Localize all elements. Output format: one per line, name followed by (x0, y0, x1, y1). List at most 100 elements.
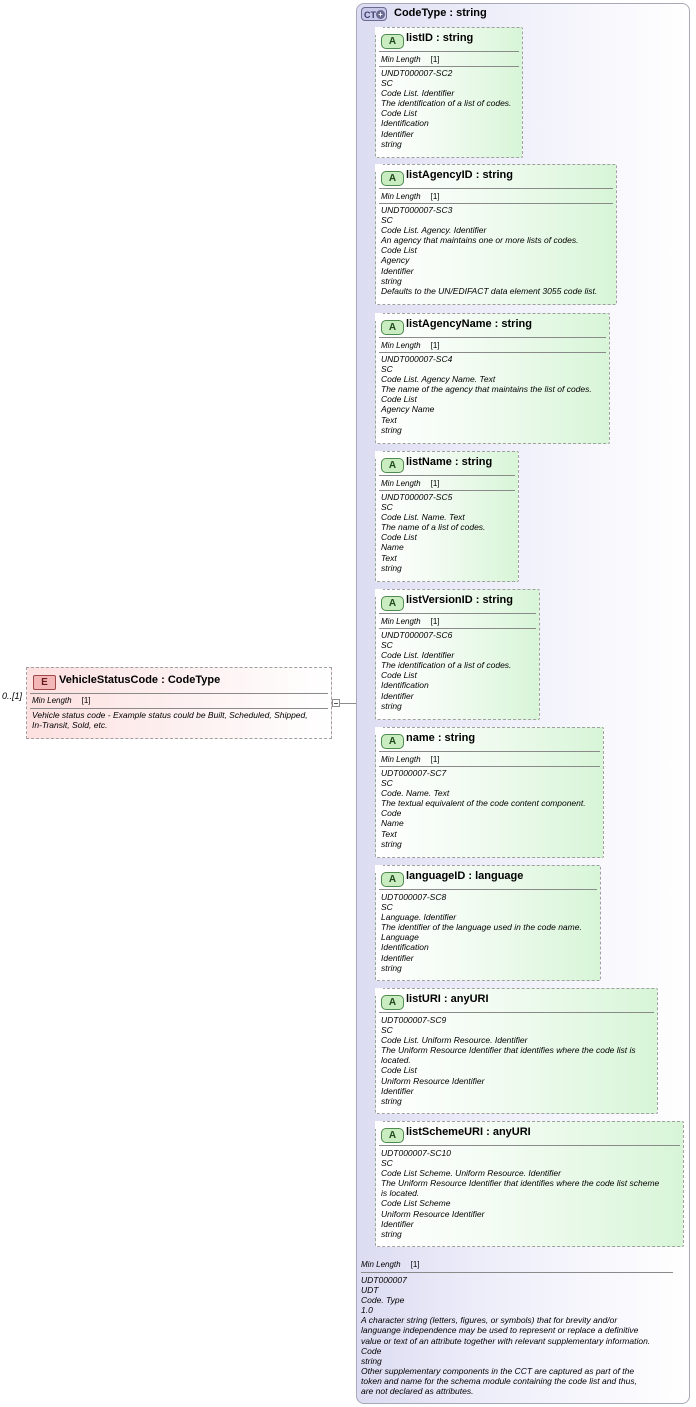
min-length-facet: Min Length[1] (381, 192, 440, 201)
documentation-line: UNDT000007-SC2 (381, 68, 453, 78)
documentation-line: Code List. Identifier (381, 650, 455, 661)
documentation-line: SC (381, 778, 393, 789)
box-corner (375, 164, 383, 172)
element-badge: E (33, 675, 56, 690)
documentation-line: Text (381, 414, 397, 425)
documentation-line: Code List (381, 1065, 417, 1076)
box-corner (375, 988, 383, 996)
documentation-line: Code. Type (361, 1295, 405, 1306)
documentation-line: UNDT000007-SC3 (381, 205, 453, 215)
attribute-title-separator (379, 337, 606, 338)
documentation-line: The identification of a list of codes. (381, 98, 512, 109)
documentation-line: UDT000007-SC7 (381, 768, 447, 778)
documentation-line: Identifier (381, 1218, 414, 1229)
attribute-title-separator (379, 613, 536, 614)
attribute-title: name : string (406, 732, 476, 744)
attribute-title-separator (379, 188, 613, 189)
documentation-line: Identifier (381, 128, 414, 139)
expand-toggle-icon[interactable] (332, 699, 340, 707)
attribute-title: languageID : language (406, 870, 524, 882)
documentation-line: The Uniform Resource Identifier that ide… (381, 1045, 636, 1056)
documentation-line: Name (381, 542, 404, 553)
documentation-line: string (381, 275, 402, 286)
documentation-line: Identification (381, 118, 429, 129)
min-length-facet: Min Length[1] (381, 617, 440, 626)
footer-separator (361, 1272, 673, 1273)
documentation-line: are not declared as attributes. (361, 1386, 474, 1397)
element-box[interactable]: E VehicleStatusCode : CodeType Min Lengt… (26, 667, 332, 739)
attribute-title-separator (379, 475, 515, 476)
complex-type-badge: CT + (361, 7, 387, 21)
documentation-line: string (381, 138, 402, 149)
attribute-title: listAgencyID : string (406, 169, 513, 181)
documentation-line: Text (381, 828, 397, 839)
documentation-line: Language (381, 932, 419, 943)
attribute-title: listID : string (406, 32, 474, 44)
documentation-line: Code List. Identifier (381, 88, 455, 99)
documentation-line: The name of the agency that maintains th… (381, 384, 592, 395)
attribute-badge: A (381, 1128, 404, 1143)
attribute-facet-separator (379, 628, 536, 629)
attribute-title: listSchemeURI : anyURI (406, 1126, 531, 1138)
documentation-line: string (381, 1095, 402, 1106)
documentation-line: UDT000007-SC10 (381, 1148, 451, 1158)
documentation-line: Code List (381, 394, 417, 405)
box-corner (375, 451, 383, 459)
element-title: VehicleStatusCode : CodeType (59, 674, 221, 686)
attribute-facet-separator (379, 490, 515, 491)
documentation-line: string (381, 1228, 402, 1239)
documentation-line: The identification of a list of codes. (381, 660, 512, 671)
documentation-line: Agency Name (381, 404, 435, 415)
documentation-line: The name of a list of codes. (381, 522, 486, 533)
documentation-line: Text (381, 552, 397, 563)
documentation-line: UNDT000007-SC4 (381, 354, 453, 364)
documentation-line: Uniform Resource Identifier (381, 1208, 485, 1219)
documentation-line: UDT000007 (361, 1275, 407, 1285)
documentation-line: Code List (381, 670, 417, 681)
box-corner (375, 865, 383, 873)
box-corner (375, 1121, 383, 1129)
documentation-line: The textual equivalent of the code conte… (381, 798, 586, 809)
documentation-line: Code List. Agency Name. Text (381, 374, 496, 385)
documentation-line: Code List. Name. Text (381, 512, 465, 523)
connector-element-to-type (332, 703, 366, 704)
min-length-facet: Min Length[1] (381, 55, 440, 64)
documentation-line: string (361, 1355, 382, 1366)
documentation-line: UNDT000007-SC5 (381, 492, 453, 502)
documentation-line: token and name for the schema module con… (361, 1375, 637, 1386)
documentation-line: UNDT000007-SC6 (381, 630, 453, 640)
documentation-line: Code List. Uniform Resource. Identifier (381, 1035, 528, 1046)
documentation-line: Code (361, 1345, 382, 1356)
documentation-line: UDT000007-SC8 (381, 892, 447, 902)
documentation-line: Uniform Resource Identifier (381, 1075, 485, 1086)
documentation-line: Identifier (381, 690, 414, 701)
documentation-line: The identifier of the language used in t… (381, 922, 582, 933)
documentation-line: Identifier (381, 265, 414, 276)
attribute-title: listVersionID : string (406, 594, 513, 606)
documentation-line: The Uniform Resource Identifier that ide… (381, 1178, 660, 1189)
attribute-badge: A (381, 458, 404, 473)
documentation-line: Code List Scheme. Uniform Resource. Iden… (381, 1168, 561, 1179)
attribute-title-separator (379, 889, 597, 890)
complex-type-title: CodeType : string (394, 7, 487, 19)
documentation-line: string (381, 838, 402, 849)
documentation-line: Code. Name. Text (381, 788, 450, 799)
documentation-line: Agency (381, 255, 410, 266)
documentation-line: Code List (381, 245, 417, 256)
documentation-line: Identifier (381, 1085, 414, 1096)
documentation-line: string (381, 962, 402, 973)
